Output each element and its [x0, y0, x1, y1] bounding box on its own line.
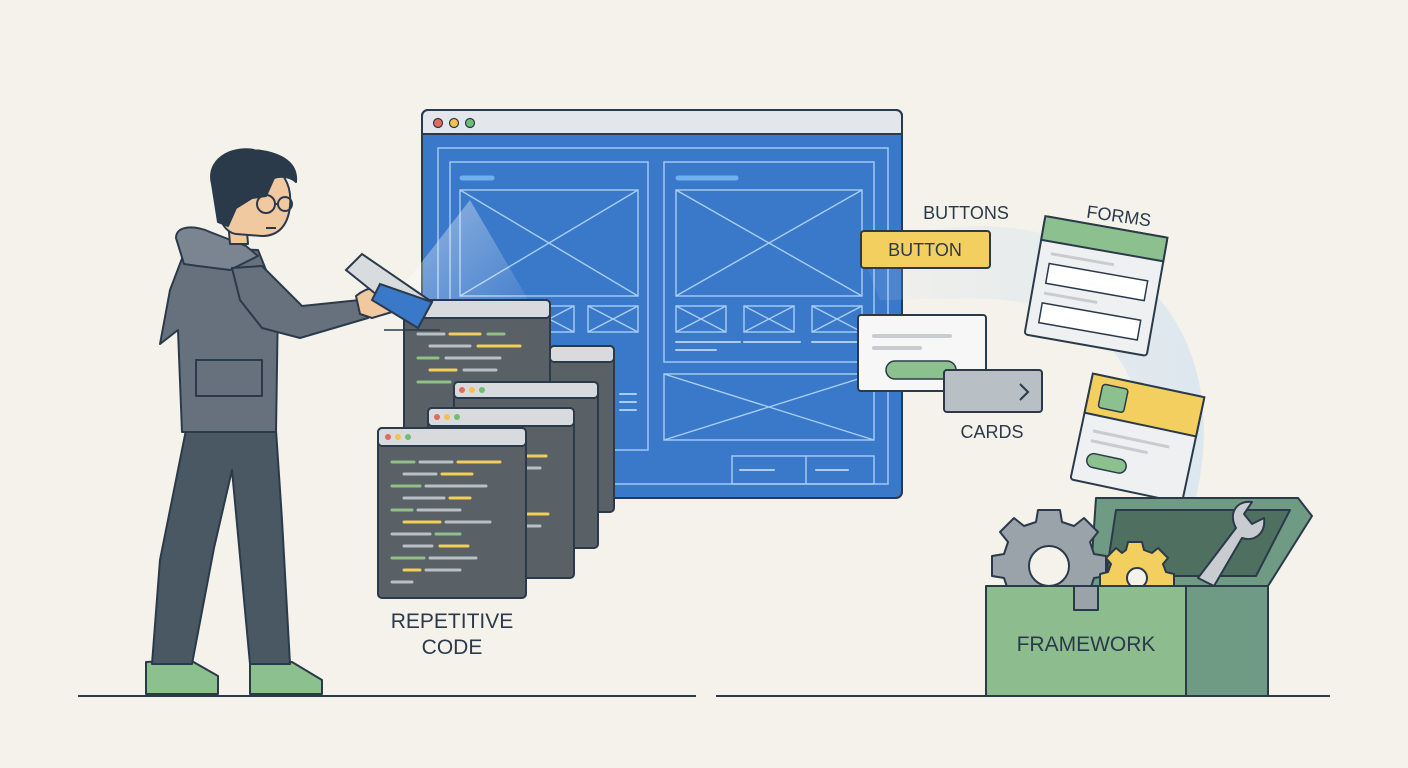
framework-label: FRAMEWORK	[1017, 633, 1156, 656]
toolbox-side	[1185, 585, 1269, 697]
left-shoe	[145, 659, 219, 695]
framework-toolbox	[985, 497, 1313, 697]
card-component-small	[1069, 372, 1206, 504]
right-shoe	[249, 661, 323, 695]
chevron-right-icon	[1019, 383, 1030, 401]
form-component	[1023, 214, 1169, 357]
small-gear-icon	[1099, 541, 1175, 589]
next-card	[943, 369, 1043, 413]
window-dots-icon	[432, 117, 476, 129]
hair	[210, 148, 298, 227]
light-beam	[400, 200, 540, 330]
glasses-icon	[256, 194, 293, 214]
repetitive-code-label-line2: CODE	[422, 636, 483, 659]
cards-label: CARDS	[960, 422, 1023, 442]
repetitive-code-label-line1: REPETITIVE	[391, 610, 514, 633]
code-window-front	[377, 427, 527, 599]
arm	[231, 265, 369, 339]
developer-figure	[145, 148, 395, 695]
sample-button-label: BUTTON	[888, 240, 962, 260]
sample-button: BUTTON	[860, 230, 991, 269]
buttons-label: BUTTONS	[923, 203, 1009, 223]
component-device	[344, 252, 434, 330]
wrench-icon	[1197, 500, 1266, 587]
pants	[151, 429, 291, 665]
code-window-stack	[377, 299, 615, 599]
